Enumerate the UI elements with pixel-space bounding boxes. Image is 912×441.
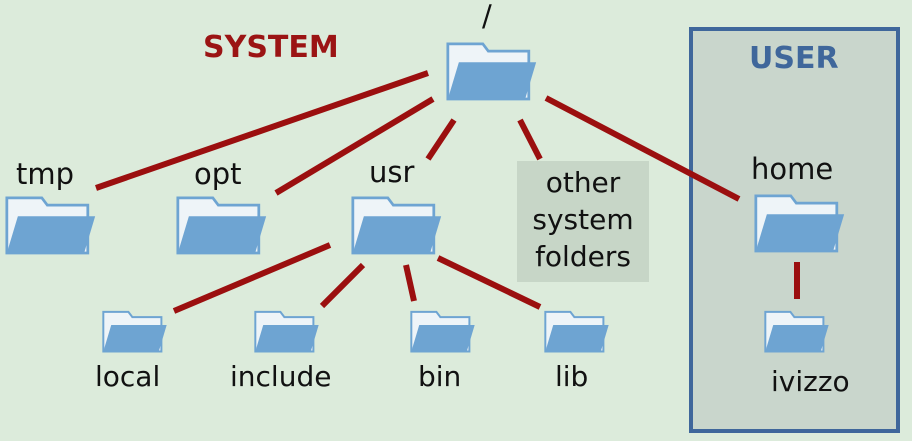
home-folder-icon[interactable] xyxy=(754,190,846,255)
system-section-title: SYSTEM xyxy=(203,30,339,65)
home-label: home xyxy=(751,152,834,186)
edge-usr-lib xyxy=(436,255,542,310)
opt-folder-icon[interactable] xyxy=(176,192,268,257)
edge-root-home xyxy=(544,95,741,202)
include-folder-icon[interactable] xyxy=(254,307,320,355)
edge-root-usr xyxy=(425,118,457,161)
local-label: local xyxy=(95,360,161,393)
user-section-title: USER xyxy=(749,41,839,76)
other-label-line-1: other xyxy=(545,166,621,199)
edge-usr-bin xyxy=(403,264,417,302)
edge-root-opt xyxy=(274,96,435,196)
root-folder-icon[interactable] xyxy=(446,38,538,103)
other-label-line-3: folders xyxy=(535,240,631,273)
tmp-label: tmp xyxy=(16,157,75,191)
edge-root-other xyxy=(517,118,543,161)
other-label-line-2: system xyxy=(532,203,634,236)
local-folder-icon[interactable] xyxy=(102,307,168,355)
usr-label: usr xyxy=(369,155,415,189)
bin-label: bin xyxy=(418,360,462,393)
include-label: include xyxy=(230,360,332,393)
edge-usr-include xyxy=(319,262,366,309)
bin-folder-icon[interactable] xyxy=(410,307,476,355)
edge-root-tmp xyxy=(95,70,429,191)
root-label: / xyxy=(482,0,492,33)
lib-label: lib xyxy=(555,360,589,393)
ivizzo-folder-icon[interactable] xyxy=(764,307,830,355)
other-system-folders: other system folders xyxy=(517,161,649,282)
ivizzo-label: ivizzo xyxy=(771,365,850,398)
lib-folder-icon[interactable] xyxy=(544,307,610,355)
usr-folder-icon[interactable] xyxy=(351,192,443,257)
tmp-folder-icon[interactable] xyxy=(5,192,97,257)
edge-usr-local xyxy=(172,242,332,314)
opt-label: opt xyxy=(194,157,242,191)
